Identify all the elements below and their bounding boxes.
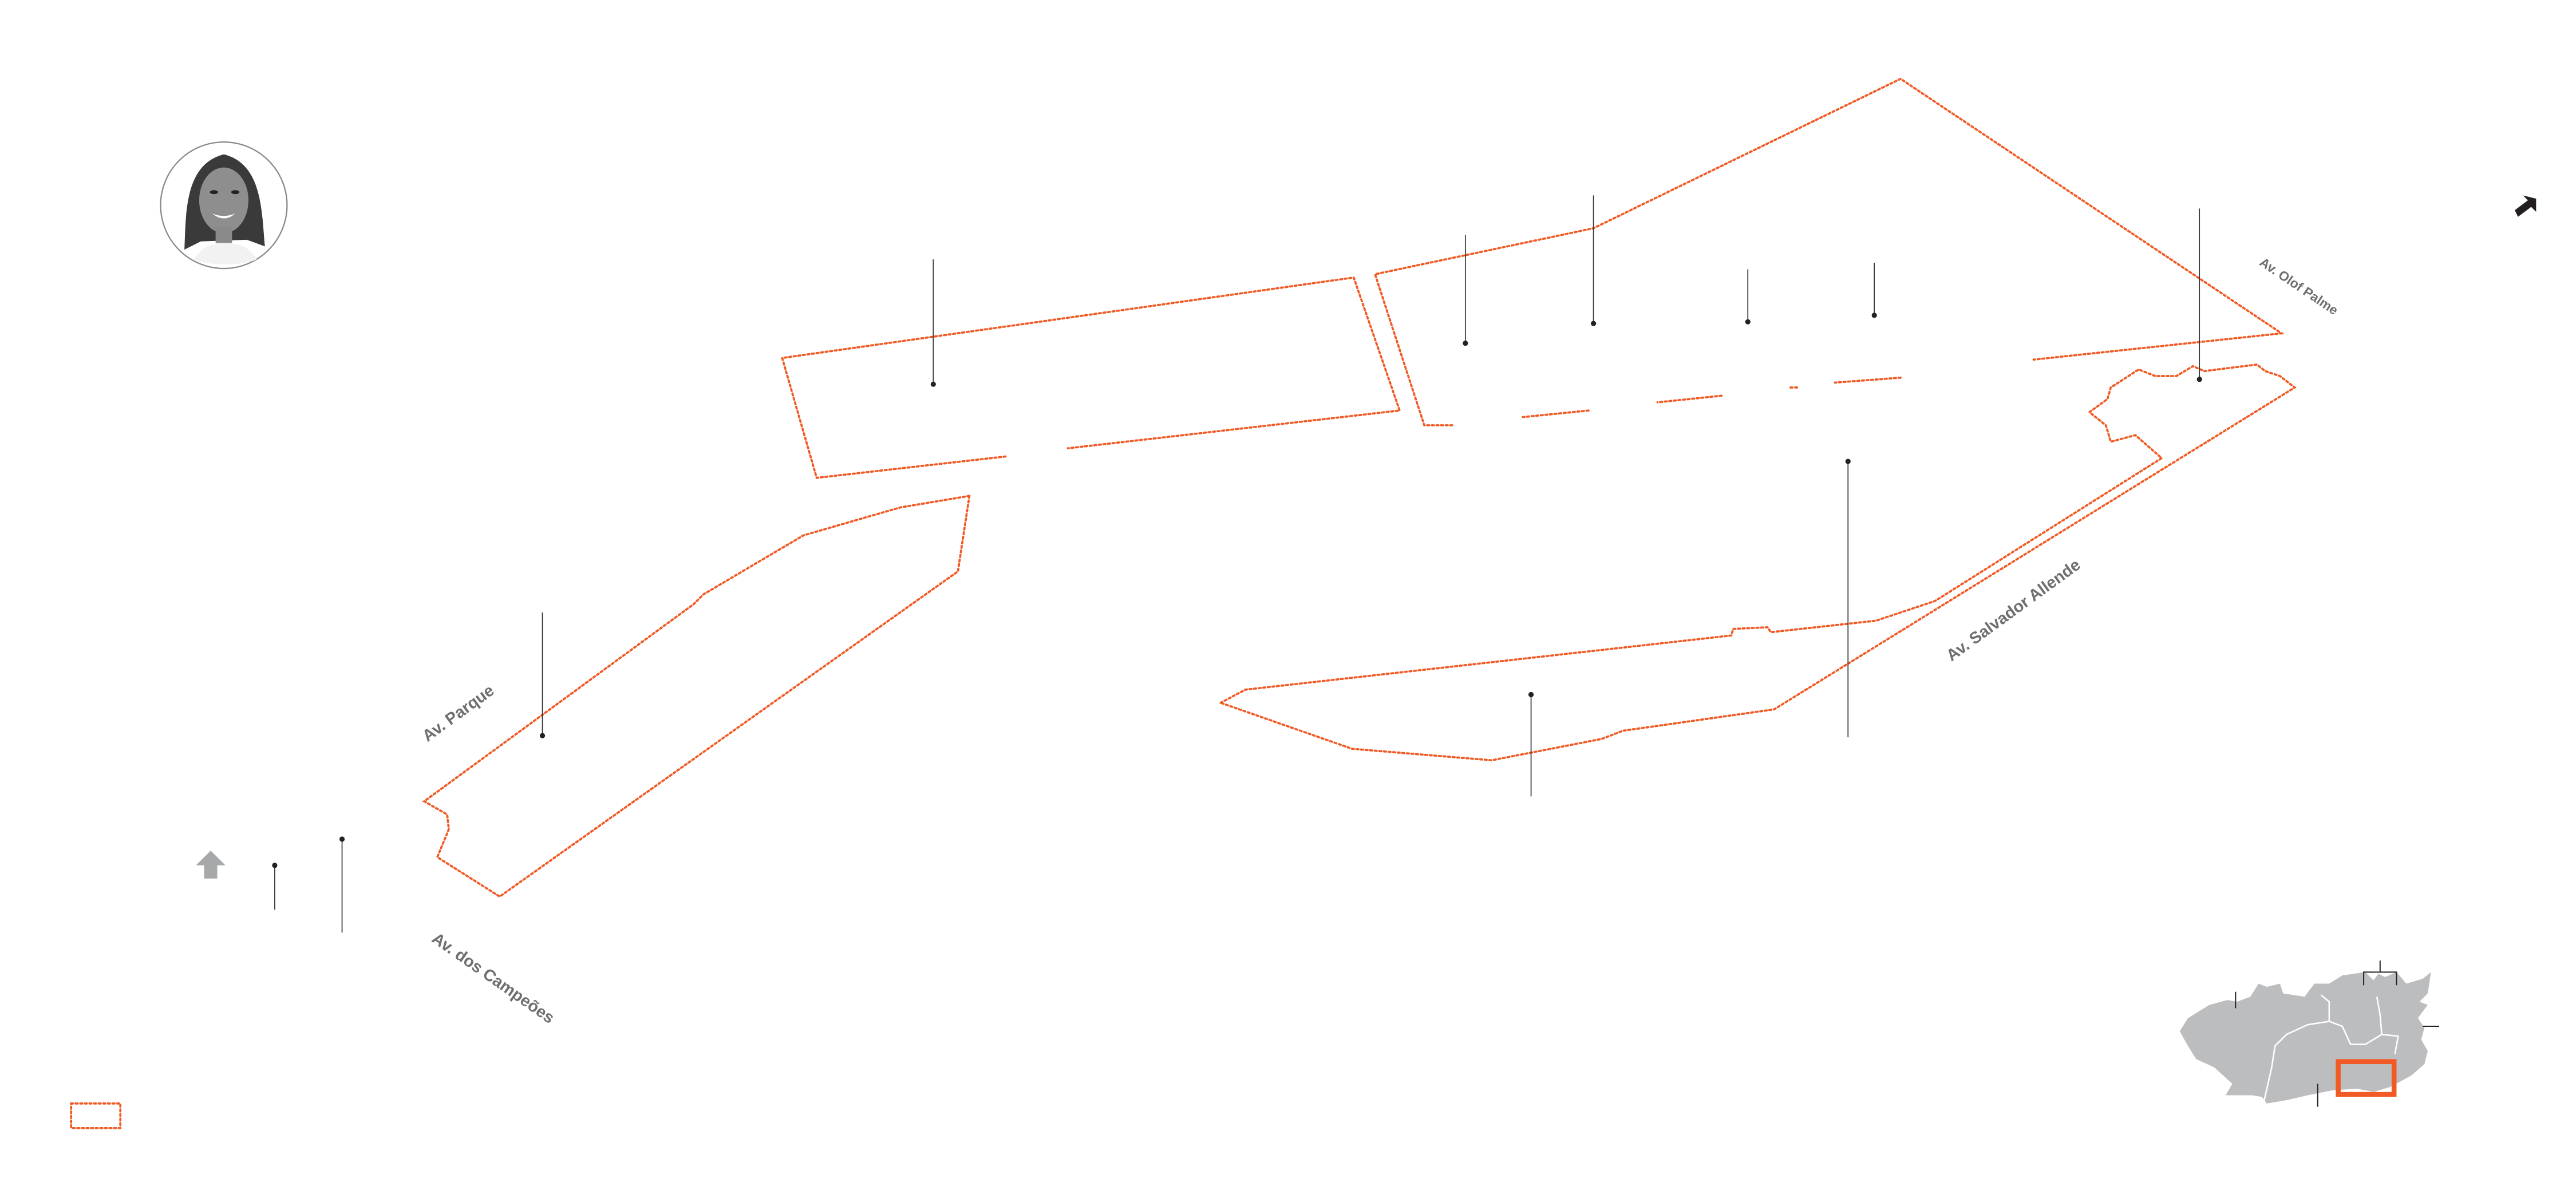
pin[interactable] [1845,458,1851,738]
pin[interactable] [1745,269,1751,325]
zone-lower-right[interactable] [1218,363,2297,762]
pin[interactable] [1871,263,1877,318]
location-pins [272,195,2202,933]
arrow-up-right-icon [2515,195,2537,217]
pin[interactable] [1591,195,1597,326]
pin[interactable] [1528,691,1534,797]
road-label-dos-campeoes: Av. dos Campeões [428,929,558,1027]
pin[interactable] [539,612,546,738]
road-label-olof-palme: Av. Olof Palme [2257,254,2341,318]
road-label-parque: Av. Parque [419,681,497,745]
pin[interactable] [1463,235,1468,346]
locator-minimap [2179,960,2440,1107]
pin[interactable] [2196,208,2202,382]
minimap-highlight-box [2336,1059,2397,1097]
pin[interactable] [339,836,345,933]
avatar [160,141,288,270]
arrow-up-icon [196,851,226,879]
legend-zone-swatch [70,1102,122,1129]
zone-upper-left[interactable] [781,276,1401,479]
zone-outlines [422,77,2297,898]
road-label-salvador-allende: Av. Salvador Allende [1943,556,2084,665]
pin[interactable] [930,259,936,387]
pin[interactable] [272,863,278,910]
zone-left-diagonal[interactable] [422,495,971,898]
